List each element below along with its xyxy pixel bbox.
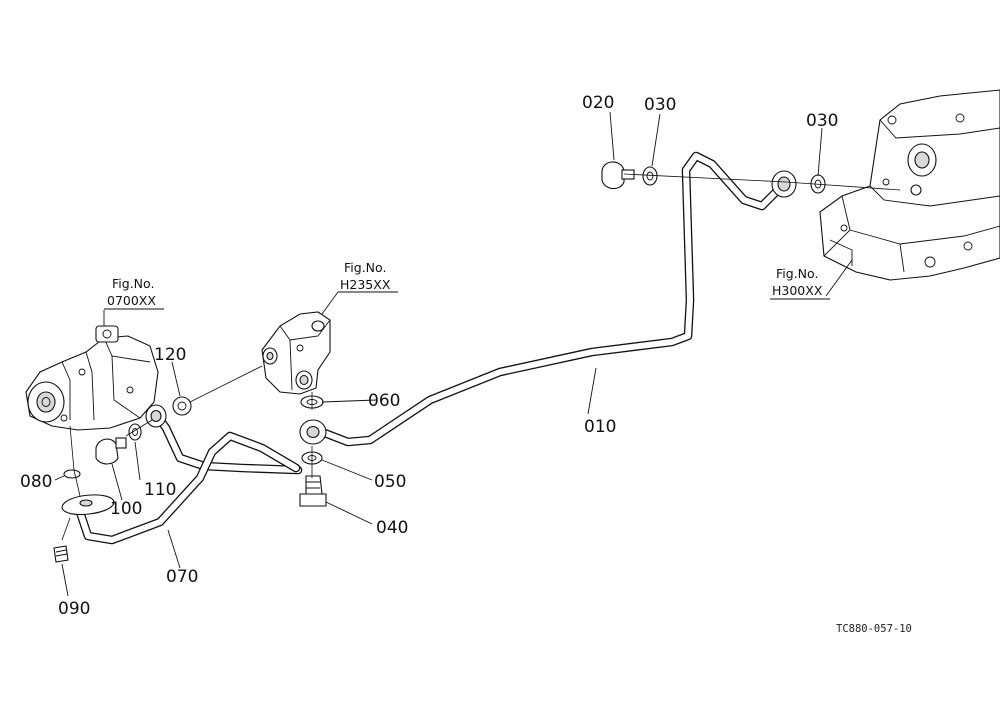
control-valve (261, 311, 331, 395)
part-label-030: 030 (644, 95, 676, 115)
washer-110 (128, 423, 142, 441)
bolt-020 (601, 161, 635, 190)
oring-080 (63, 469, 81, 479)
part-label-060: 060 (368, 391, 400, 411)
part-label-120: 120 (154, 345, 186, 365)
part-label-100: 100 (110, 499, 142, 519)
figure-ref-line2: H235XX (340, 277, 391, 292)
pipe-010 (299, 151, 797, 447)
part-label-040: 040 (376, 518, 408, 538)
part-label-050: 050 (374, 472, 406, 492)
pipe-070 (61, 404, 303, 545)
bolt-100 (95, 437, 127, 465)
part-label-030: 030 (806, 111, 838, 131)
part-label-090: 090 (58, 599, 90, 619)
seal-120 (172, 396, 192, 416)
plug-090 (53, 545, 69, 563)
part-label-070: 070 (166, 567, 198, 587)
assembly-axes (61, 173, 901, 541)
figure-ref-line2: H300XX (772, 283, 823, 298)
part-label-110: 110 (144, 480, 176, 500)
figure-ref-line2: 0700XX (107, 293, 156, 308)
leader-lines (54, 111, 853, 597)
figure-ref-line1: Fig.No. (112, 276, 154, 291)
figure-ref-pump: Fig.No. 0700XX (104, 276, 164, 310)
part-label-010: 010 (584, 417, 616, 437)
part-label-020: 020 (582, 93, 614, 113)
figure-ref-housing: Fig.No. H300XX (770, 266, 830, 300)
figure-ref-line1: Fig.No. (776, 266, 818, 281)
part-label-080: 080 (20, 472, 52, 492)
washer-030-left (642, 166, 658, 186)
hydraulic-housing (819, 89, 1000, 281)
figure-ref-valve: Fig.No. H235XX (338, 260, 398, 293)
drawing-id: TC880-057-10 (836, 623, 912, 635)
hydraulic-pump (25, 325, 159, 431)
figure-ref-line1: Fig.No. (344, 260, 386, 275)
bolt-040 (299, 475, 327, 507)
